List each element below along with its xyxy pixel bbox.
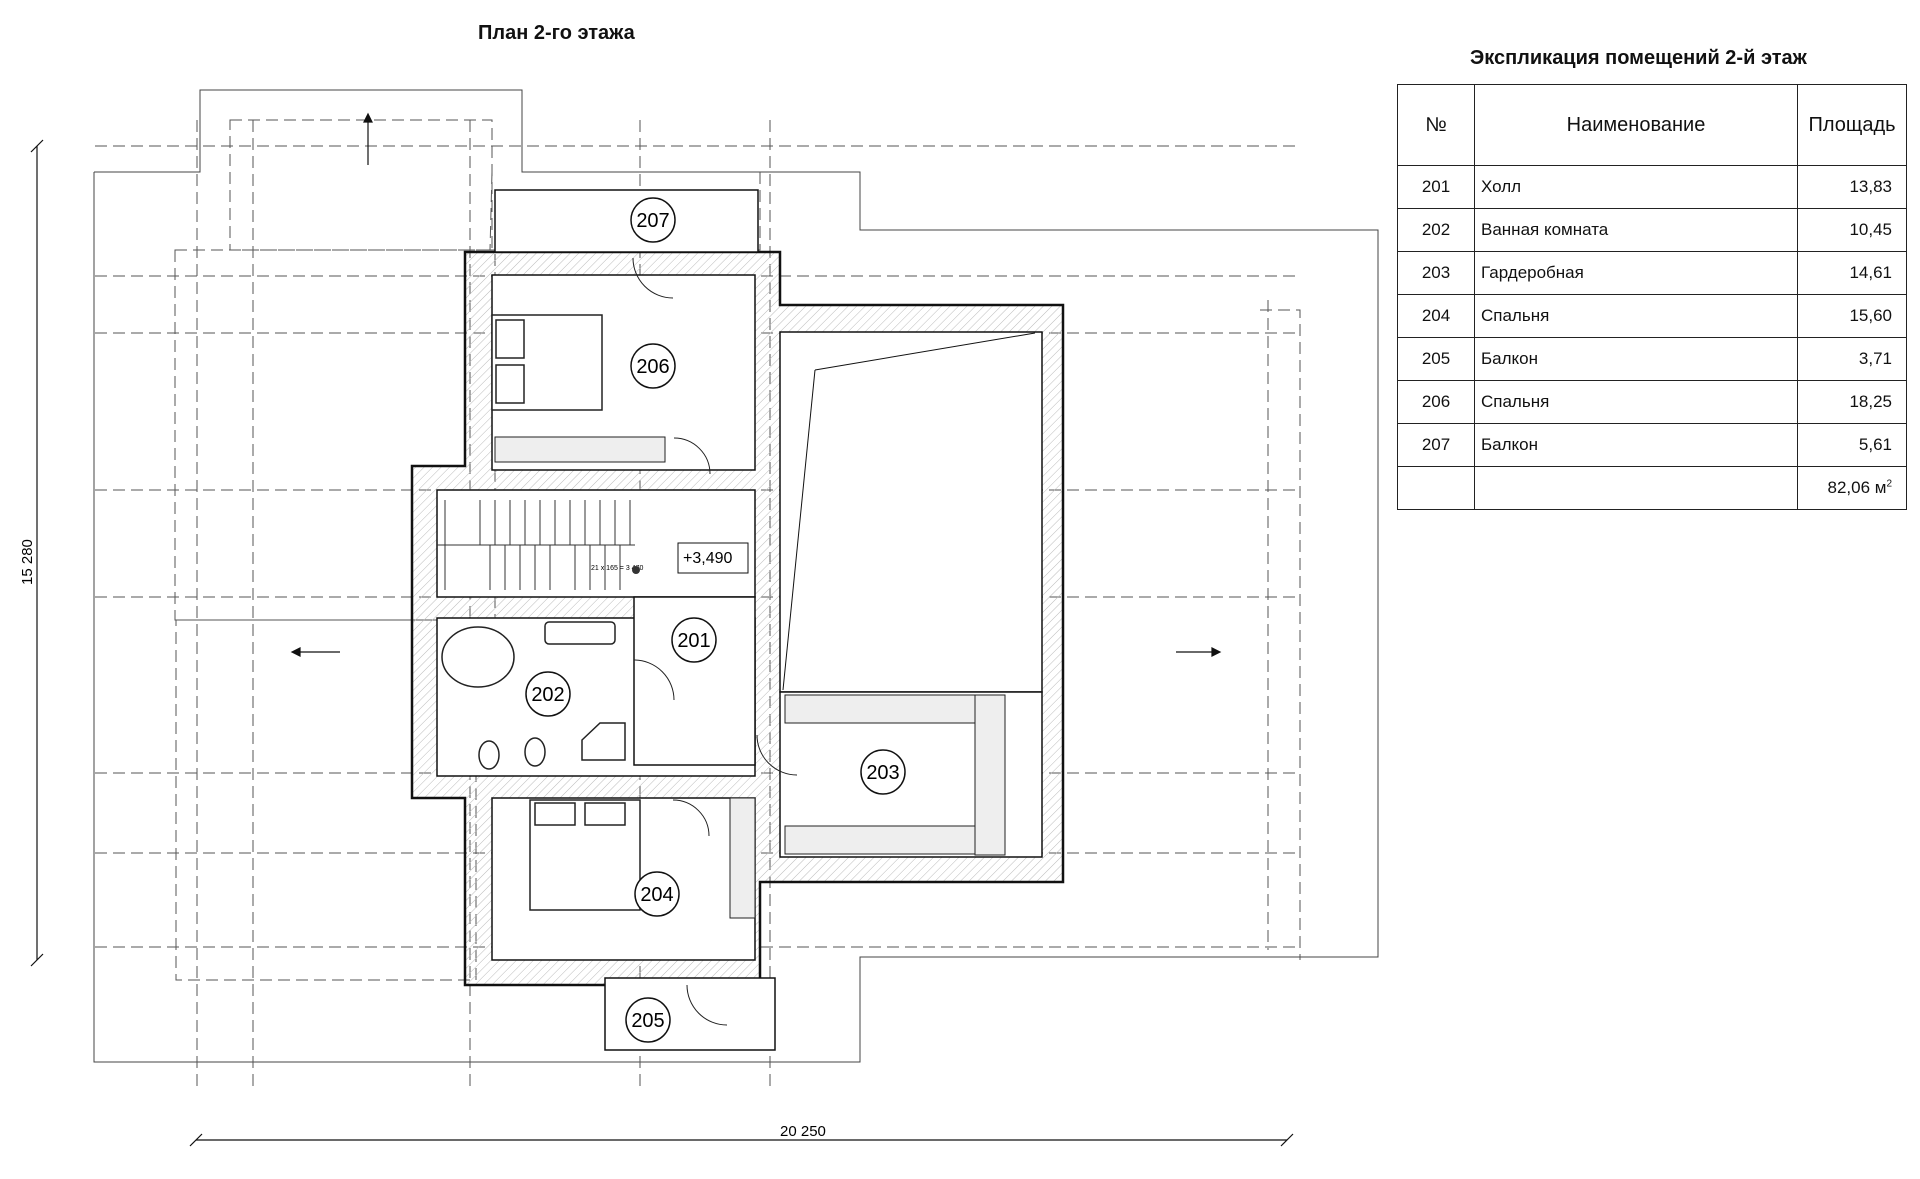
dimension-lines <box>30 139 1294 1147</box>
table-row: 207 Балкон 5,61 <box>1397 423 1907 467</box>
cell-area: 5,61 <box>1797 423 1907 467</box>
stairs <box>437 500 635 590</box>
cell-no: 203 <box>1397 251 1475 295</box>
cell-area: 10,45 <box>1797 208 1907 252</box>
cell-no: 204 <box>1397 294 1475 338</box>
table-row: 205 Балкон 3,71 <box>1397 337 1907 381</box>
header-name: Наименование <box>1474 84 1798 166</box>
dim-width: 20 250 <box>780 1123 826 1140</box>
beds <box>491 314 641 911</box>
table-row: 206 Спальня 18,25 <box>1397 380 1907 424</box>
roof-outline <box>93 89 1379 1063</box>
cell-no: 205 <box>1397 337 1475 381</box>
room-markers <box>525 197 906 1043</box>
cell-name: Балкон <box>1474 423 1798 467</box>
room-circle-205 <box>625 997 671 1043</box>
total-area: 82,06 м <box>1827 478 1887 497</box>
cell-no: 202 <box>1397 208 1475 252</box>
room-circle-203 <box>860 749 906 795</box>
cell-no: 206 <box>1397 380 1475 424</box>
void-area <box>779 331 1043 693</box>
total-unit-sup: 2 <box>1886 478 1892 490</box>
cell-area: 13,83 <box>1797 165 1907 209</box>
cell-no: 201 <box>1397 165 1475 209</box>
cell-name: Гардеробная <box>1474 251 1798 295</box>
plan-title: План 2-го этажа <box>478 22 635 44</box>
bath-fixtures <box>441 621 626 770</box>
elevation-mark: +3,490 <box>683 550 732 567</box>
cell-area: 3,71 <box>1797 337 1907 381</box>
stair-note: 21 х 165 = 3 470 <box>591 565 643 572</box>
header-no: № <box>1397 84 1475 166</box>
room-label-205: 205 <box>631 1010 664 1032</box>
table-row: 201 Холл 13,83 <box>1397 165 1907 209</box>
table-header-row: № Наименование Площадь <box>1397 84 1907 166</box>
room-circle-206 <box>630 343 676 389</box>
cell-name: Ванная комната <box>1474 208 1798 252</box>
room-label-207: 207 <box>636 210 669 232</box>
wardrobes <box>494 436 1006 919</box>
cell-area: 14,61 <box>1797 251 1907 295</box>
doors <box>632 257 798 1026</box>
cell-name: Спальня <box>1474 380 1798 424</box>
table-row: 202 Ванная комната 10,45 <box>1397 208 1907 252</box>
cell-name: Балкон <box>1474 337 1798 381</box>
cell-total: 82,06 м2 <box>1797 466 1907 510</box>
room-label-204: 204 <box>640 884 673 906</box>
room-label-206: 206 <box>636 356 669 378</box>
explication-table: № Наименование Площадь 201 Холл 13,83 20… <box>1397 84 1907 510</box>
room-circle-204 <box>634 871 680 917</box>
room-circle-207 <box>630 197 676 243</box>
room-label-203: 203 <box>866 762 899 784</box>
cell-area: 15,60 <box>1797 294 1907 338</box>
room-label-202: 202 <box>531 684 564 706</box>
slope-arrows <box>290 112 1222 657</box>
cell-empty <box>1397 466 1475 510</box>
table-row: 204 Спальня 15,60 <box>1397 294 1907 338</box>
room-circle-201 <box>671 617 717 663</box>
dim-height: 15 280 <box>19 539 36 585</box>
header-area: Площадь <box>1797 84 1907 166</box>
table-row: 203 Гардеробная 14,61 <box>1397 251 1907 295</box>
table-total-row: 82,06 м2 <box>1397 466 1907 510</box>
cell-no: 207 <box>1397 423 1475 467</box>
cell-empty <box>1474 466 1798 510</box>
cell-name: Холл <box>1474 165 1798 209</box>
room-label-201: 201 <box>677 630 710 652</box>
explication-title: Экспликация помещений 2-й этаж <box>1470 47 1807 69</box>
cell-area: 18,25 <box>1797 380 1907 424</box>
room-circle-202 <box>525 671 571 717</box>
balconies <box>494 189 776 1051</box>
cell-name: Спальня <box>1474 294 1798 338</box>
